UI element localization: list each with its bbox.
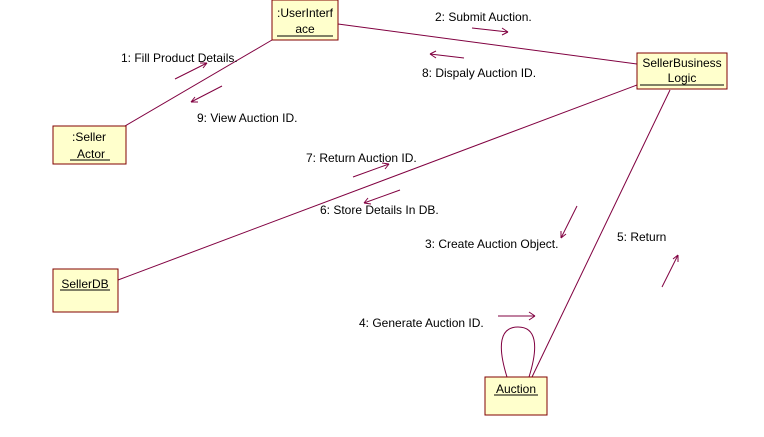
seller-actor-label-line2: Actor [77, 147, 105, 161]
link-actor-ui [124, 39, 273, 127]
link-logic-auction [531, 89, 671, 378]
arrow-m6 [363, 189, 401, 205]
auction-object[interactable]: Auction [484, 376, 548, 416]
seller-business-logic-object[interactable]: SellerBusiness Logic [636, 52, 728, 90]
seller-actor-object[interactable]: :Seller Actor [52, 125, 127, 165]
seller-db-label: SellerDB [61, 277, 108, 291]
message-6-label: 6: Store Details In DB. [320, 203, 439, 217]
arrow-m2 [471, 27, 509, 36]
link-ui-logic [337, 23, 638, 65]
seller-actor-label-line1: :Seller [72, 130, 106, 144]
user-interface-label-line1: :UserInterf [277, 6, 334, 20]
arrow-m9 [190, 85, 223, 103]
message-7-label: 7: Return Auction ID. [306, 151, 417, 165]
seller-db-object[interactable]: SellerDB [52, 268, 119, 313]
arrow-m1 [174, 62, 208, 80]
arrow-m4 [498, 311, 536, 321]
arrow-m5 [661, 254, 679, 288]
message-9-label: 9: View Auction ID. [197, 111, 298, 125]
message-3-label: 3: Create Auction Object. [425, 237, 558, 251]
user-interface-object[interactable]: :UserInterf ace [271, 0, 339, 41]
message-5-label: 5: Return [617, 230, 666, 244]
auction-label: Auction [496, 382, 536, 396]
arrow-m8 [429, 50, 465, 59]
user-interface-label-line2: ace [295, 22, 315, 36]
message-1-label: 1: Fill Product Details. [121, 51, 238, 65]
message-2-label: 2: Submit Auction. [435, 10, 532, 24]
seller-business-logic-label-line2: Logic [668, 71, 697, 85]
link-logic-db [117, 84, 638, 281]
seller-business-logic-label-line1: SellerBusiness [642, 56, 721, 70]
arrow-m3 [560, 205, 578, 239]
arrow-m7 [352, 162, 390, 178]
message-4-label: 4: Generate Auction ID. [359, 316, 484, 330]
message-8-label: 8: Dispaly Auction ID. [422, 66, 536, 80]
self-link-auction [500, 326, 536, 378]
